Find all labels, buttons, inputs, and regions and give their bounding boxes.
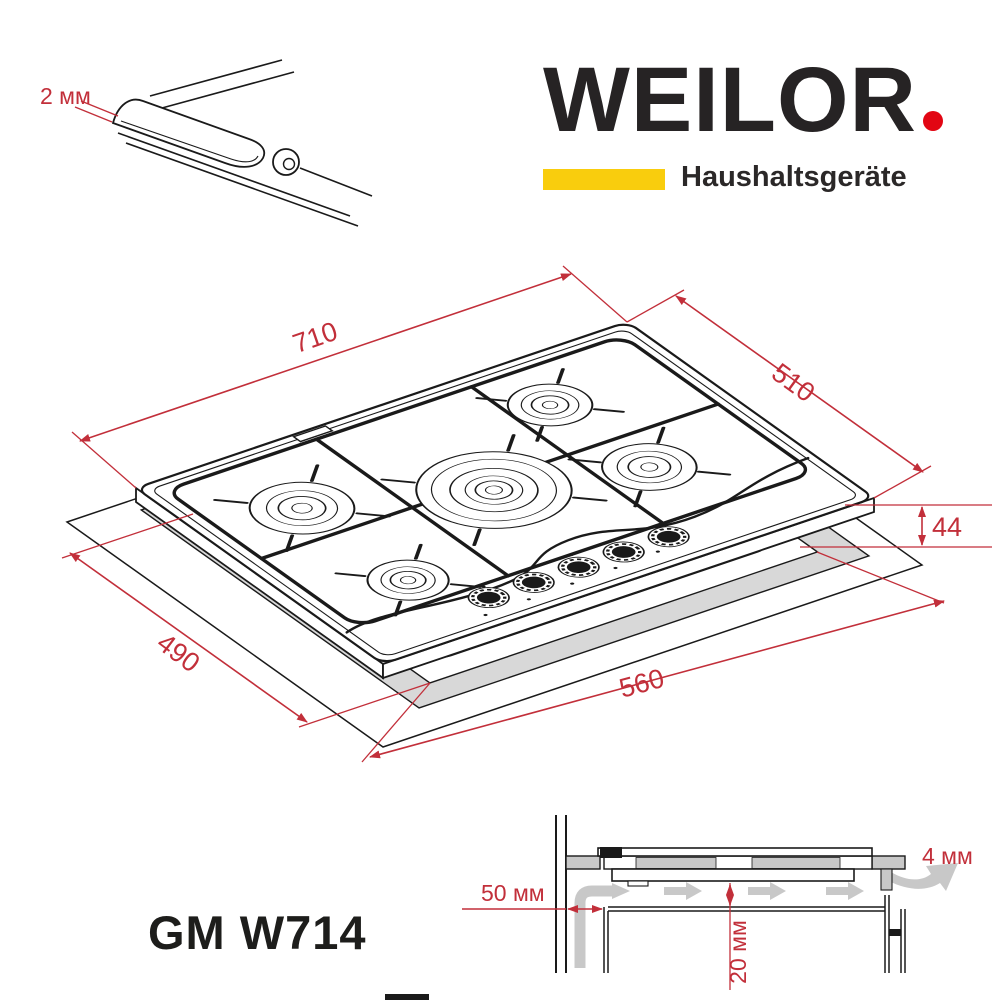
logo-underline-bar xyxy=(543,169,665,190)
kitchen-wall xyxy=(555,815,567,973)
thickness-leader-line xyxy=(74,100,119,123)
dimension-cutout-width xyxy=(361,551,945,763)
dimension-width xyxy=(71,265,628,489)
cabinet xyxy=(603,895,906,973)
dimension-cutout-width-label: 560 xyxy=(616,663,667,704)
cabinet-bracket xyxy=(889,929,901,936)
burner-front-right xyxy=(601,443,698,491)
rear-exit-arrow-icon xyxy=(889,863,958,891)
rear-spacer-tab xyxy=(880,868,893,891)
control-knob xyxy=(512,571,555,593)
hob-cross-section xyxy=(565,847,906,891)
rolled-edge-curl xyxy=(272,148,300,176)
bottom-edge-artifact xyxy=(385,994,429,1000)
hob-top-plate xyxy=(597,847,873,857)
logo-wordmark-row: WEILOR xyxy=(543,54,963,146)
edge-detail-lines xyxy=(117,59,373,227)
rear-gap-label: 4 мм xyxy=(922,843,973,869)
airflow-arrow-icon xyxy=(664,882,702,900)
hob-left-trim xyxy=(600,847,622,858)
edge-channel-inner xyxy=(120,120,259,163)
logo-subline: Haushaltsgeräte xyxy=(543,163,963,192)
burner-center-wok xyxy=(415,451,573,529)
airflow-arrow-icon xyxy=(748,882,786,900)
hob-isometric-drawing: 710 510 44 490 560 xyxy=(61,265,992,763)
logo: WEILOR Haushaltsgeräte xyxy=(543,54,963,192)
rolled-edge-curl-inner xyxy=(282,157,296,171)
airflow-arrow-icon xyxy=(826,882,864,900)
logo-tagline: Haushaltsgeräte xyxy=(681,161,907,193)
edge-detail-drawing: 2 мм xyxy=(40,59,373,227)
airflow xyxy=(574,863,958,968)
thickness-label: 2 мм xyxy=(40,83,91,109)
countertop-left-piece xyxy=(565,855,601,870)
model-title: GM W714 xyxy=(148,906,367,959)
dimension-height-label: 44 xyxy=(932,512,962,542)
edge-channel xyxy=(111,98,266,168)
burner-front-left xyxy=(366,559,450,601)
side-clearance-label: 50 мм xyxy=(481,880,545,906)
logo-wordmark: WEILOR xyxy=(543,49,917,151)
dimension-depth-label: 510 xyxy=(766,357,820,408)
dimension-width-label: 710 xyxy=(289,316,341,359)
countertop-right-piece xyxy=(871,855,906,870)
hob-insert-right xyxy=(751,857,841,869)
hob-insert-left xyxy=(635,857,717,869)
dimension-height xyxy=(800,504,992,548)
airflow-bend-arrow-icon xyxy=(574,885,612,968)
dimension-depth xyxy=(626,289,932,499)
bottom-clearance-label: 20 мм xyxy=(725,920,751,984)
airflow-arrowhead-icon xyxy=(612,883,630,899)
hob-box-notch xyxy=(627,880,649,887)
installation-cross-section: 50 мм 20 мм 4 мм xyxy=(462,815,973,990)
burner-back-left xyxy=(248,481,356,535)
hob-burner-box xyxy=(611,868,855,882)
logo-dot-icon xyxy=(922,111,943,131)
control-knob xyxy=(557,556,600,578)
control-knob xyxy=(602,541,645,563)
control-knob xyxy=(647,526,690,548)
dimension-cutout-depth-label: 490 xyxy=(151,627,205,678)
